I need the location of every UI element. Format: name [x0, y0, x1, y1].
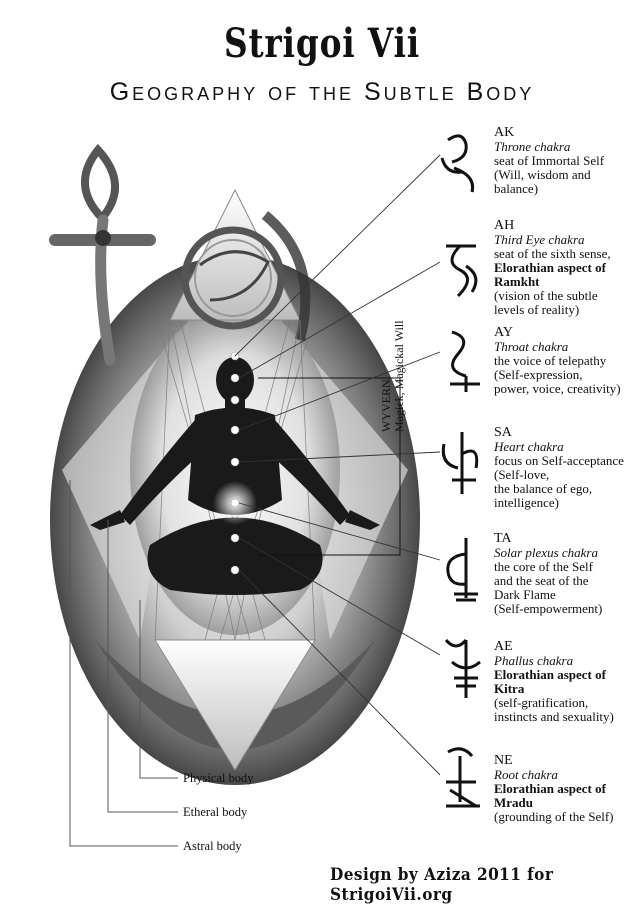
astral-body-label: Astral body	[183, 839, 242, 853]
ay-sigil-icon	[450, 330, 480, 392]
chakra-dot-ta	[230, 498, 240, 508]
chakra-sa: SA Heart chakra focus on Self-acceptance…	[494, 425, 624, 510]
etheral-body-label: Etheral body	[183, 805, 248, 819]
chakra-dot-ah	[230, 373, 240, 383]
chakra-ay: AY Throat chakra the voice of telepathy …	[494, 325, 621, 396]
ak-sigil-icon	[440, 134, 475, 193]
chakra-dot-sa	[230, 425, 240, 435]
ah-sigil-icon	[446, 244, 478, 298]
chakra-ta: TA Solar plexus chakra the core of the S…	[494, 531, 603, 616]
lower-crescent	[95, 640, 375, 750]
meditating-figure	[90, 357, 380, 595]
chakra-dot-ay	[230, 395, 240, 405]
physical-body-label: Physical body	[183, 771, 254, 785]
page-subtitle: Geography of the Subtle Body	[109, 78, 535, 106]
chakra-dot-ne	[230, 565, 240, 575]
ouroboros-icon	[181, 226, 285, 330]
page-title: Strigoi Vii	[223, 20, 421, 67]
chakra-ah: AH Third Eye chakra seat of the sixth se…	[494, 218, 611, 317]
credit-footer: Design by Aziza 2011 for StrigoiVii.org	[330, 865, 554, 905]
chakra-ne: NE Root chakra Elorathian aspect of Mrad…	[494, 753, 614, 824]
wyvern-label: WYVERN Magick, Magickal Will	[379, 320, 406, 432]
ne-sigil-icon	[446, 747, 480, 808]
chakra-dot-ae	[230, 533, 240, 543]
chakra-ak: AK Throne chakra seat of Immortal Self (…	[494, 125, 605, 196]
ankh-icon	[49, 143, 156, 366]
chakra-dot-hs	[230, 457, 240, 467]
sa-sigil-icon	[441, 432, 479, 494]
wyvern-bracket	[258, 377, 401, 556]
chakra-ae: AE Phallus chakra Elorathian aspect of K…	[494, 639, 614, 724]
ta-sigil-icon	[446, 538, 478, 602]
ae-sigil-icon	[444, 638, 481, 698]
